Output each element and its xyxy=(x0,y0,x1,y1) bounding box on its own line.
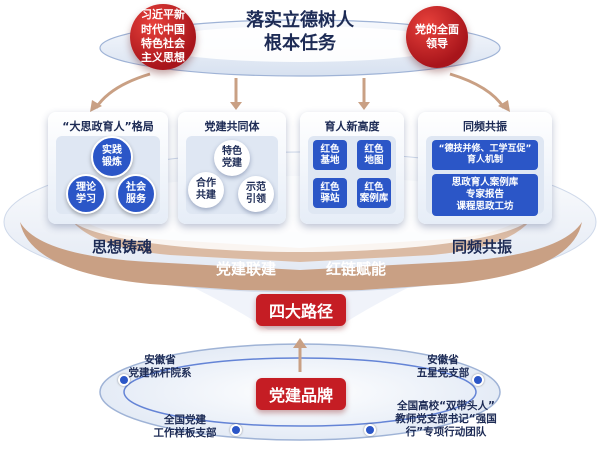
card-resonance-title: 同频共振 xyxy=(463,120,507,133)
card-new-height-title: 育人新高度 xyxy=(324,120,380,133)
practice-bubble: 实践 锻炼 xyxy=(91,136,133,178)
brand-item-model-branch: 全国党建 工作样板支部 xyxy=(153,414,217,440)
main-title: 落实立德树人 根本任务 xyxy=(246,10,354,54)
red-map-tile: 红色 地图 xyxy=(357,140,391,170)
orbit-dot-left xyxy=(118,374,130,386)
segment-resonance: 同频共振 xyxy=(451,238,512,256)
xi-thought-label: 习近平新 时代中国 特色社会 主义思想 xyxy=(141,8,185,65)
orbit-dot-bottom-left xyxy=(230,424,242,436)
card-party-community-title: 党建共同体 xyxy=(204,120,260,133)
feature-party-bubble: 特色 党建 xyxy=(214,140,250,176)
party-leadership-circle: 党的全面 领导 xyxy=(406,6,468,68)
card-big-education: “大思政育人”格局 实践 锻炼 理论 学习 社会 服务 xyxy=(48,112,168,224)
red-base-tile: 红色 基地 xyxy=(313,140,347,170)
card-resonance: 同频共振 “德技并修、工学互促” 育人机制 思政育人案例库 专家报告 课程思政工… xyxy=(418,112,552,224)
cooperation-bubble: 合作 共建 xyxy=(188,172,224,208)
card-party-community: 党建共同体 特色 党建 合作 共建 示范 引领 xyxy=(178,112,286,224)
red-station-tile: 红色 驿站 xyxy=(313,178,347,208)
red-case-tile: 红色 案例库 xyxy=(357,178,391,208)
arrow-right-head xyxy=(498,100,510,112)
theory-bubble: 理论 学习 xyxy=(66,174,106,214)
service-bubble: 社会 服务 xyxy=(116,174,156,214)
brand-item-college: 安徽省 党建标杆院系 xyxy=(128,354,192,380)
arrow-left xyxy=(94,72,151,109)
card-big-education-title: “大思政育人”格局 xyxy=(62,120,154,133)
four-paths-label: 四大路径 xyxy=(256,294,346,326)
arrow-mid-right-head xyxy=(358,102,370,110)
tan-band xyxy=(20,222,582,291)
segment-party: 党建联建 xyxy=(215,260,276,278)
orbit-dot-bottom-right xyxy=(364,424,376,436)
mechanism-bar: “德技并修、工学互促” 育人机制 xyxy=(432,140,538,170)
brand-item-double-leader: 全国高校“双带头人” 教师党支部书记“强国 行”专项行动团队 xyxy=(395,400,497,439)
party-leadership-label: 党的全面 领导 xyxy=(415,22,459,50)
party-brand-label: 党建品牌 xyxy=(256,378,346,410)
resources-bar: 思政育人案例库 专家报告 课程思政工坊 xyxy=(432,174,538,216)
arrow-mid-left-head xyxy=(230,102,242,110)
card-new-height: 育人新高度 红色 基地 红色 地图 红色 驿站 红色 案例库 xyxy=(300,112,404,224)
arrow-left-head xyxy=(90,100,102,112)
orbit-dot-right xyxy=(472,374,484,386)
segment-red-chain: 红链赋能 xyxy=(325,260,386,278)
arrow-up-head xyxy=(293,338,307,348)
top-ring-inner xyxy=(150,26,450,62)
arrow-right xyxy=(449,72,506,109)
xi-thought-circle: 习近平新 时代中国 特色社会 主义思想 xyxy=(130,4,196,70)
demonstration-bubble: 示范 引领 xyxy=(238,176,274,212)
brand-item-five-star: 安徽省 五星党支部 xyxy=(416,354,470,380)
segment-thought: 思想铸魂 xyxy=(91,238,152,256)
